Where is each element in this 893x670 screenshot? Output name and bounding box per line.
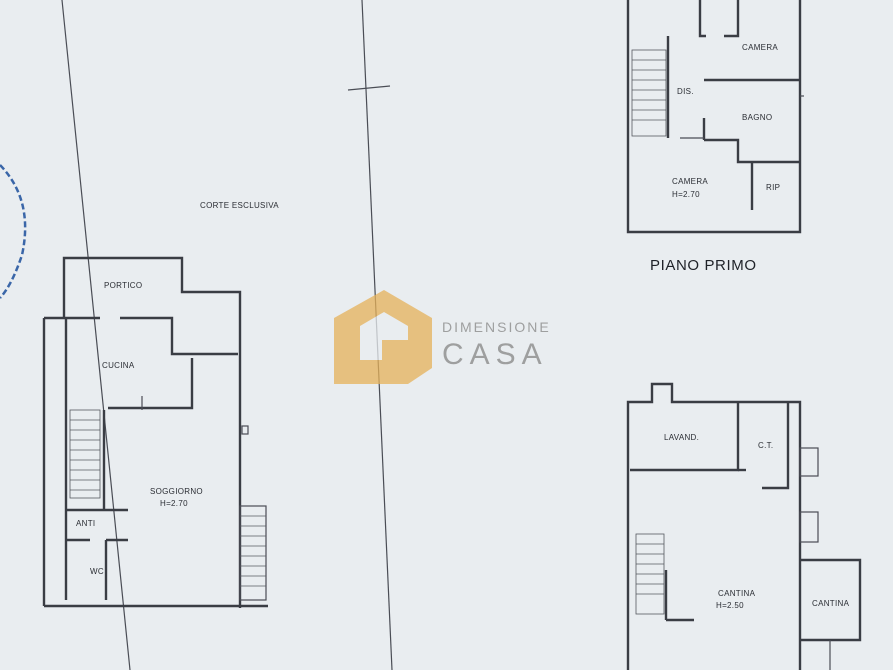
basement-labels: LAVAND. C.T. CANTINA H=2.50 CANTINA <box>664 433 850 610</box>
first-floor-plan <box>626 0 804 234</box>
stamp-mark <box>0 164 27 299</box>
label-camera: CAMERA <box>672 177 708 186</box>
house-logo-icon <box>334 290 432 384</box>
label-rip: RIP <box>766 183 780 192</box>
watermark-line1: DIMENSIONE <box>442 319 551 335</box>
label-soggiorno-height: H=2.70 <box>160 499 188 508</box>
label-cantina-side: CANTINA <box>812 599 850 608</box>
label-portico: PORTICO <box>104 281 142 290</box>
label-cantina: CANTINA <box>718 589 756 598</box>
label-ct: C.T. <box>758 441 773 450</box>
label-soggiorno: SOGGIORNO <box>150 487 203 496</box>
label-lavand: LAVAND. <box>664 433 699 442</box>
watermark: DIMENSIONE CASA <box>334 290 551 384</box>
label-bagno: BAGNO <box>742 113 772 122</box>
label-cantina-height: H=2.50 <box>716 601 744 610</box>
piano-primo-title: PIANO PRIMO <box>650 257 757 274</box>
basement-plan <box>626 382 862 670</box>
first-floor-labels: CAMERA DIS. BAGNO CAMERA H=2.70 RIP PIAN… <box>650 43 780 274</box>
label-cucina: CUCINA <box>102 361 135 370</box>
label-camera-top: CAMERA <box>742 43 778 52</box>
label-camera-height: H=2.70 <box>672 190 700 199</box>
label-corte-esclusiva: CORTE ESCLUSIVA <box>200 201 279 210</box>
label-anti: ANTI <box>76 519 95 528</box>
label-wc: WC <box>90 567 104 576</box>
watermark-line2: CASA <box>442 338 548 371</box>
ground-floor-plan <box>42 256 268 608</box>
ground-floor-labels: CORTE ESCLUSIVA PORTICO CUCINA SOGGIORNO… <box>76 201 279 576</box>
label-dis: DIS. <box>677 87 694 96</box>
